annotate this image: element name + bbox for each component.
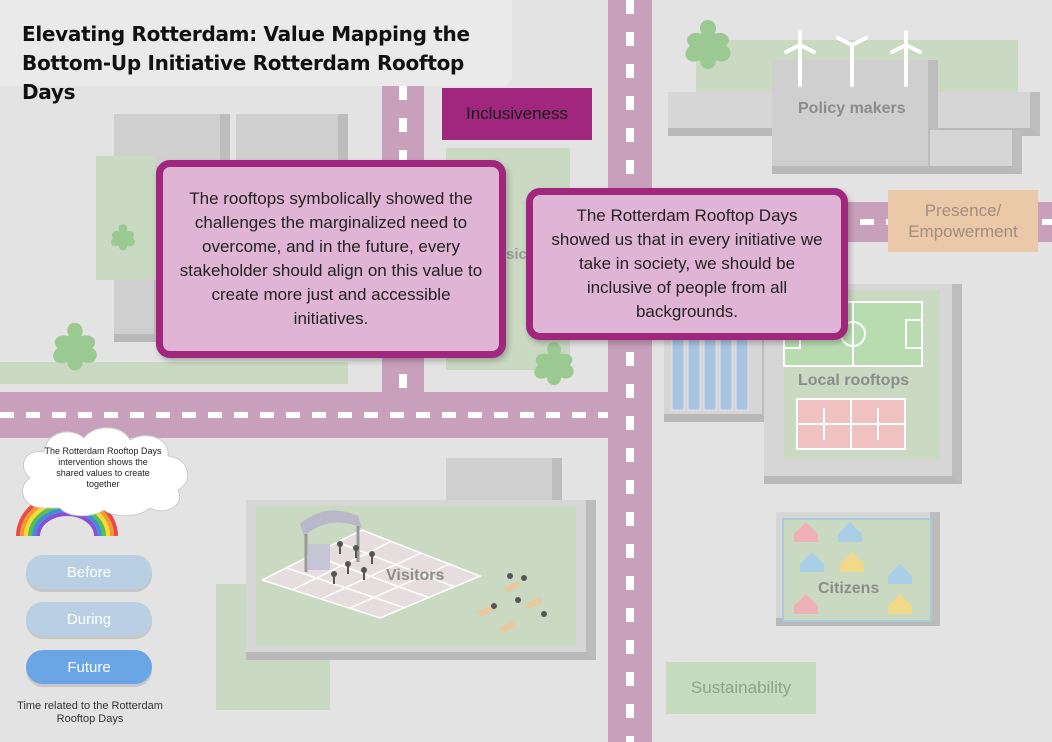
tennis-court-icon <box>796 398 906 450</box>
value-sustainability[interactable]: Sustainability <box>666 662 816 714</box>
quote-left-text: The rooftops symbolically showed the cha… <box>179 189 483 328</box>
future-button[interactable]: Future <box>26 650 152 684</box>
timeline-note: Time related to the Rotterdam Rooftop Da… <box>17 700 163 725</box>
cloud-text: The Rotterdam Rooftop Days intervention … <box>44 446 162 489</box>
picnic-benches-icon <box>477 573 547 634</box>
page-title: Elevating Rotterdam: Value Mapping the B… <box>22 20 512 107</box>
tree-icon <box>685 20 731 69</box>
people-icon <box>331 541 375 584</box>
cloud-shape <box>21 427 189 517</box>
label-local-rooftops[interactable]: Local rooftops <box>798 372 910 389</box>
title-panel <box>0 0 512 86</box>
label-visitors[interactable]: Visitors <box>386 567 445 584</box>
page-title-line-1: Elevating Rotterdam: Value Mapping the <box>22 22 470 46</box>
quote-card-right: The Rotterdam Rooftop Days showed us tha… <box>526 188 848 340</box>
value-inclusiveness[interactable]: Inclusiveness <box>442 88 592 140</box>
road-horizontal-left <box>0 392 608 438</box>
page-title-line-2: Bottom-Up Initiative Rotterdam Rooftop D… <box>22 51 465 104</box>
value-presence-line-1: Presence/ <box>924 201 1002 220</box>
policy-building-wing <box>930 130 1022 174</box>
during-button[interactable]: During <box>26 602 152 636</box>
tree-icon <box>53 322 97 371</box>
wind-turbines-icon <box>784 30 922 87</box>
label-policy-makers[interactable]: Policy makers <box>798 100 906 117</box>
tents-icon <box>794 522 912 614</box>
hidden-label-fragment: sic <box>506 246 527 263</box>
rooftop-garden-left <box>96 156 156 280</box>
before-button[interactable]: Before <box>26 555 152 589</box>
green-strip-left <box>0 362 348 384</box>
tree-icon <box>534 342 574 386</box>
road-vertical-main <box>608 0 652 742</box>
quote-card-left: The rooftops symbolically showed the cha… <box>156 160 506 358</box>
pavilion-icon <box>300 510 362 572</box>
plaza-grid-icon <box>262 529 482 619</box>
value-presence-line-2: Empowerment <box>908 222 1018 241</box>
label-citizens[interactable]: Citizens <box>818 580 880 597</box>
quote-right-text: The Rotterdam Rooftop Days showed us tha… <box>551 206 823 321</box>
tree-icon <box>111 224 135 251</box>
value-presence-empowerment[interactable]: Presence/ Empowerment <box>888 190 1038 252</box>
